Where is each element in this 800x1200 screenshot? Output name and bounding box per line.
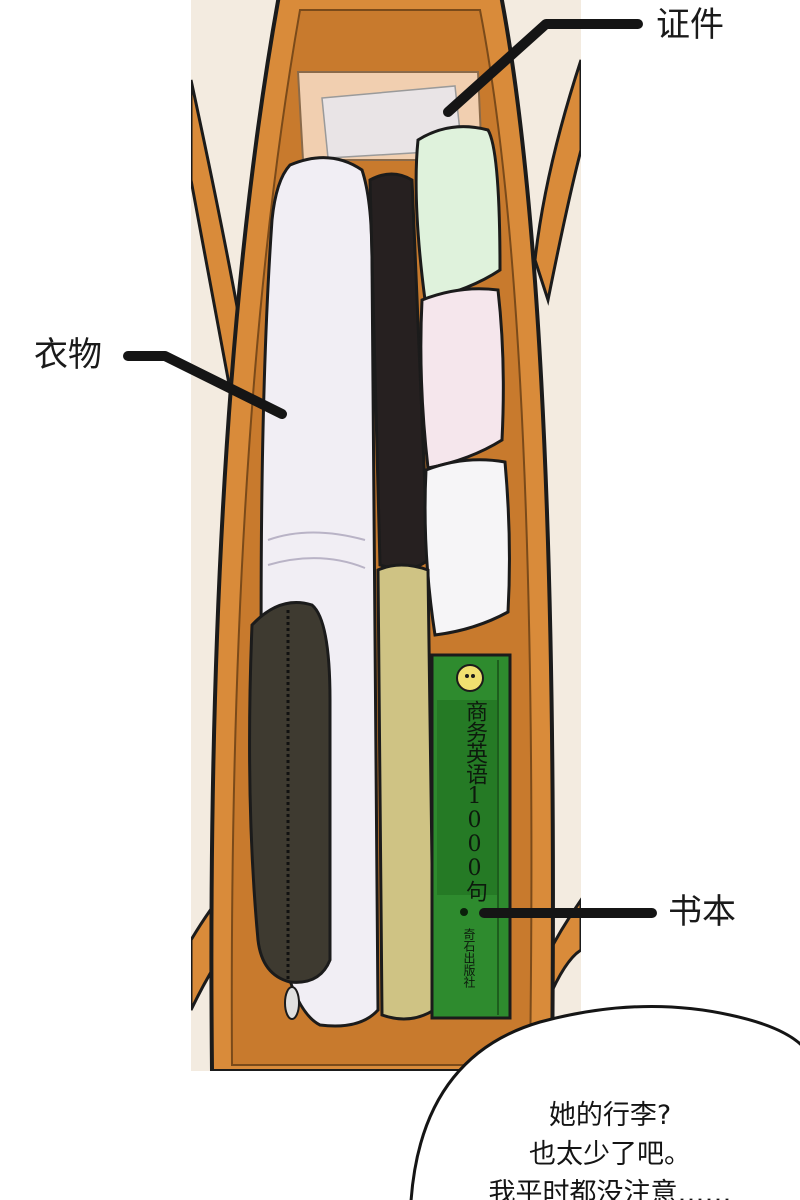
mint-roll [414, 125, 502, 302]
bubble-line-1: 她的行李? [548, 1100, 672, 1131]
pink-roll [419, 287, 505, 470]
book-title: 商务英语1000句 [462, 700, 487, 901]
white-roll [423, 458, 511, 637]
book-publisher: 奇石出版社 [462, 928, 476, 988]
label-documents: 证件 [656, 5, 724, 45]
bubble-line-3: 我平时都没注意…… [488, 1178, 732, 1200]
book-dot [460, 908, 468, 916]
speech-bubble [409, 1004, 800, 1200]
zipper-pull [284, 986, 300, 1020]
yellow-pouch [376, 563, 436, 1021]
book-spine-band [437, 700, 499, 895]
bubble-line-2: 也太少了吧。 [529, 1139, 691, 1170]
clothes-leader [123, 351, 287, 419]
label-clothes: 衣物 [34, 335, 102, 375]
book-logo-icon [456, 664, 484, 692]
documents-leader [443, 19, 643, 117]
label-book: 书本 [668, 892, 736, 932]
dark-pouch [248, 601, 332, 984]
